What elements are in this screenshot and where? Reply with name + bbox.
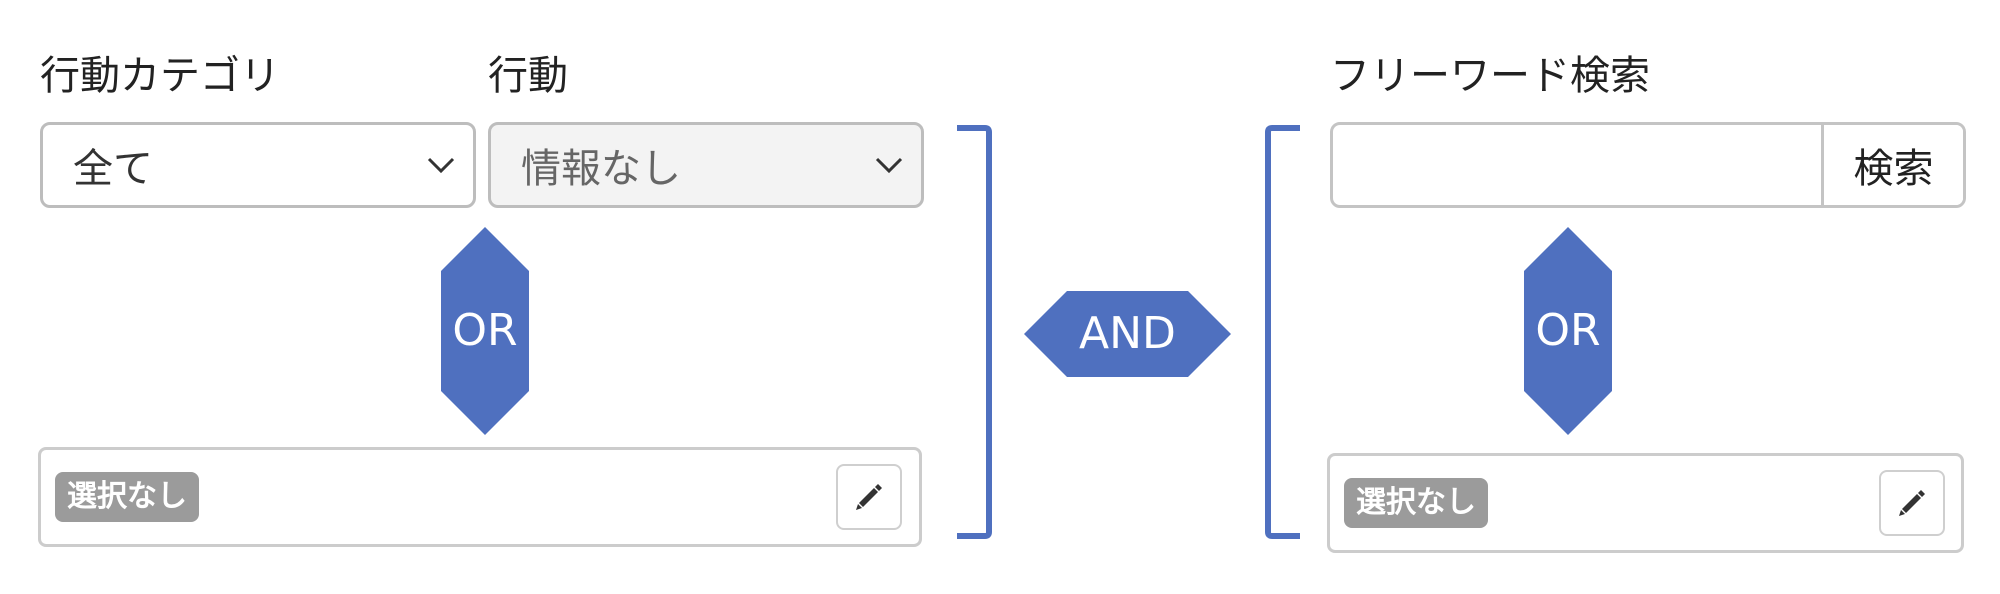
and-connector: AND	[1024, 291, 1231, 377]
and-label: AND	[1079, 308, 1176, 359]
edit-button-right[interactable]	[1879, 470, 1945, 536]
action-label: 行動	[488, 53, 568, 99]
or-connector-left: OR	[441, 227, 529, 435]
search-button[interactable]: 検索	[1821, 125, 1963, 205]
action-select[interactable]: 情報なし	[488, 122, 924, 208]
or-hexagon-shape	[1524, 227, 1612, 435]
or-label-right: OR	[1535, 305, 1601, 356]
or-connector-right: OR	[1524, 227, 1612, 435]
selection-badge-right: 選択なし	[1344, 478, 1488, 528]
edit-button-left[interactable]	[836, 464, 902, 530]
freeword-label: フリーワード検索	[1330, 53, 1650, 99]
freeword-search-input[interactable]	[1333, 125, 1821, 205]
and-hexagon-shape	[1024, 291, 1231, 377]
pencil-icon	[856, 484, 882, 510]
freeword-search-group: 検索	[1330, 122, 1966, 208]
group-bracket-left	[957, 125, 992, 539]
chevron-down-icon	[427, 157, 455, 174]
action-select-value: 情報なし	[521, 146, 681, 192]
chevron-down-icon	[875, 157, 903, 174]
category-select-value: 全て	[73, 146, 153, 192]
category-select[interactable]: 全て	[40, 122, 476, 208]
group-bracket-right	[1265, 125, 1300, 539]
or-label-left: OR	[452, 305, 518, 356]
category-label: 行動カテゴリ	[40, 53, 280, 99]
selection-badge-left: 選択なし	[55, 472, 199, 522]
selection-panel-right: 選択なし	[1327, 453, 1964, 553]
or-hexagon-shape	[441, 227, 529, 435]
pencil-icon	[1899, 490, 1925, 516]
selection-panel-left: 選択なし	[38, 447, 922, 547]
